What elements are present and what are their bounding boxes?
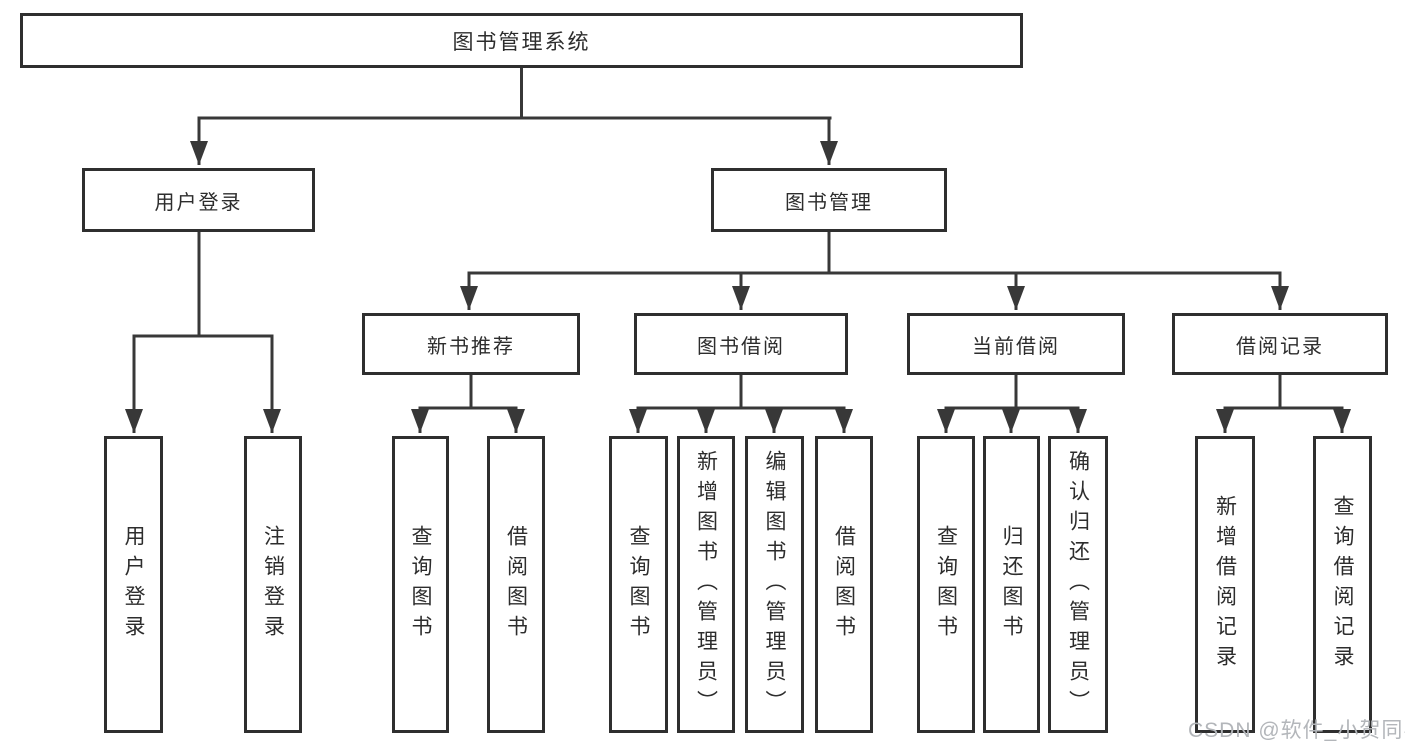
node-book-management: 图书管理 [711,168,947,232]
leaf-add-borrow-record: 新增借阅记录 [1195,436,1255,733]
leaf-edit-books-admin: 编辑图书（管理员） [745,436,804,733]
node-current-borrow: 当前借阅 [907,313,1125,375]
leaf-label: 确认归还（管理员） [1066,449,1090,720]
node-book-borrow: 图书借阅 [634,313,848,375]
leaf-query-books-3: 查询图书 [917,436,975,733]
node-user-login: 用户登录 [82,168,315,232]
leaf-label: 新增借阅记录 [1213,494,1237,675]
leaf-label: 查询图书 [934,524,958,645]
leaf-return-books: 归还图书 [983,436,1040,733]
node-library-management-system: 图书管理系统 [20,13,1023,68]
leaf-label: 查询图书 [409,524,432,645]
leaf-add-books-admin: 新增图书（管理员） [677,436,735,733]
node-new-book-recommend: 新书推荐 [362,313,580,375]
leaf-label: 注销登录 [261,524,285,645]
leaf-label: 编辑图书（管理员） [763,449,786,720]
leaf-label: 借阅图书 [504,524,528,645]
leaf-query-borrow-record: 查询借阅记录 [1313,436,1372,733]
leaf-confirm-return-admin: 确认归还（管理员） [1048,436,1108,733]
node-borrow-records: 借阅记录 [1172,313,1388,375]
leaf-query-books-1: 查询图书 [392,436,449,733]
leaf-user-login: 用户登录 [104,436,163,733]
leaf-logout: 注销登录 [244,436,302,733]
leaf-label: 归还图书 [1000,524,1023,645]
leaf-query-books-2: 查询图书 [609,436,668,733]
leaf-label: 用户登录 [122,524,145,645]
leaf-label: 借阅图书 [832,524,856,645]
leaf-label: 查询图书 [627,524,650,645]
watermark: CSDN @软件_小贺同学 [1188,719,1405,742]
connector-group [125,68,1351,433]
leaf-label: 查询借阅记录 [1331,494,1354,675]
leaf-borrow-books-2: 借阅图书 [815,436,873,733]
leaf-borrow-books-1: 借阅图书 [487,436,545,733]
leaf-label: 新增图书（管理员） [694,449,718,720]
